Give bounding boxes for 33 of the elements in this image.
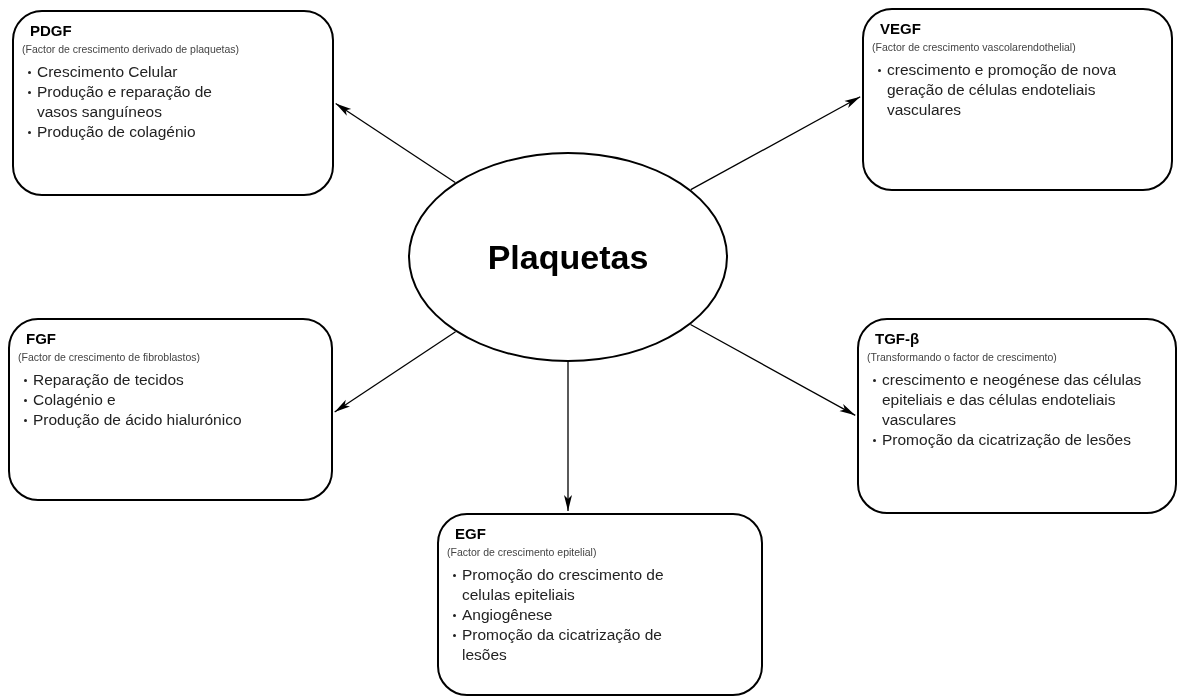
rounded-box bbox=[8, 318, 333, 501]
box-heading: VEGF bbox=[880, 20, 922, 38]
bullet-text: Crescimento Celular bbox=[37, 62, 178, 82]
arrow bbox=[690, 96, 861, 191]
rounded-box bbox=[862, 8, 1173, 191]
bullet-text: Angiogênese bbox=[462, 605, 553, 625]
box-subtitle: (Factor de crescimento epitelial) bbox=[447, 545, 598, 559]
bullet-text: Reparação de tecidos bbox=[33, 370, 184, 390]
rounded-box bbox=[857, 318, 1177, 514]
bullet-text: Produção de colagénio bbox=[37, 122, 196, 142]
arrow bbox=[689, 323, 856, 416]
bullet-text: Promoção do crescimento de celulas epiteliais bbox=[462, 565, 665, 605]
box-heading: PDGF bbox=[30, 22, 73, 40]
node-title: Plaquetas bbox=[487, 236, 649, 278]
rounded-box bbox=[12, 10, 334, 196]
box-heading: TGF-β bbox=[875, 330, 921, 348]
bullet-text: Produção e reparação de vasos sanguíneos bbox=[37, 82, 213, 122]
box-subtitle: (Transformando o factor de crescimento) bbox=[867, 350, 1058, 364]
box-subtitle: (Factor de crescimento derivado de plaquetas) bbox=[22, 42, 241, 56]
bullet-text: Promoção da cicatrização de lesões bbox=[462, 625, 663, 665]
bullet-text: crescimento e promoção de nova geração de células endoteliais vasculares bbox=[887, 60, 1117, 120]
bullet-text: Colagénio e bbox=[33, 390, 116, 410]
arrow bbox=[335, 102, 456, 184]
box-subtitle: (Factor de crescimento vascolarendothelial) bbox=[872, 40, 1077, 54]
box-heading: FGF bbox=[26, 330, 57, 348]
arrow bbox=[334, 331, 457, 413]
box-subtitle: (Factor de crescimento de fibroblastos) bbox=[18, 350, 202, 364]
bullet-text: crescimento e neogénese das células epiteliais e das células endoteliais vasculares bbox=[882, 370, 1143, 430]
bullet-text: Promoção da cicatrização de lesões bbox=[882, 430, 1131, 450]
rounded-box bbox=[437, 513, 763, 696]
arrow bbox=[564, 361, 572, 512]
bullet-text: Produção de ácido hialurónico bbox=[33, 410, 242, 430]
box-heading: EGF bbox=[455, 525, 487, 543]
